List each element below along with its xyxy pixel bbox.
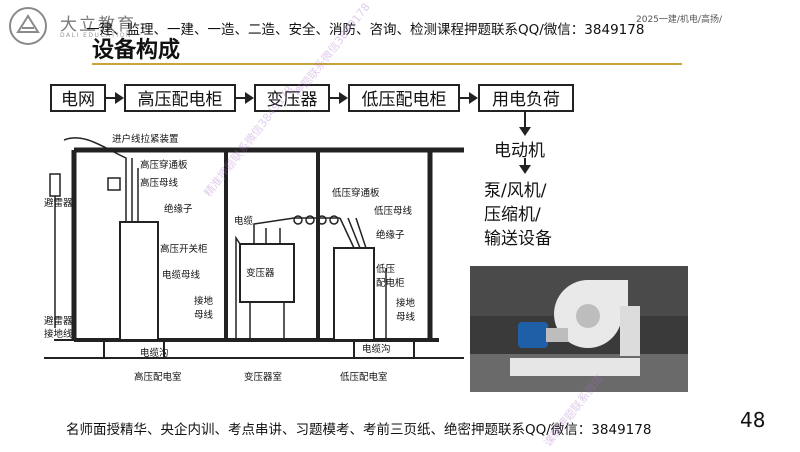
flow-arrow (106, 92, 124, 104)
label-room-lv: 低压配电室 (340, 371, 388, 383)
title-divider (92, 63, 682, 65)
logo-name: 大立教育 (60, 15, 136, 35)
load-line-3: 输送设备 (484, 229, 552, 249)
label-lv-bus: 低压母线 (374, 205, 413, 217)
label-entry: 进户线拉紧装置 (112, 133, 179, 145)
label-room-hv: 高压配电室 (134, 371, 182, 383)
load-motor: 电动机 (494, 141, 545, 161)
hv-switch-cabinet (119, 221, 159, 341)
label-transformer: 变压器 (246, 267, 275, 279)
down-arrow (519, 158, 531, 174)
footer-promo-text: 名师面授精华、央企内训、考点串讲、习题模考、考前三页纸、绝密押题联系QQ/微信：… (66, 422, 652, 438)
arrester (49, 173, 61, 328)
down-arrow (519, 112, 531, 136)
label-ground-mid-2: 母线 (194, 309, 214, 321)
lv-distribution-cabinet (333, 247, 375, 341)
fan-motor-photo (470, 266, 688, 392)
label-arrester-bottom-2: 接地线 (44, 328, 73, 340)
transformer-base (249, 301, 285, 341)
label-trench-left: 电缆沟 (140, 347, 169, 359)
logo: 大立教育 DALI EDUCATION (8, 6, 168, 46)
transformer-bushings (235, 215, 340, 340)
label-arrester-top: 避雷器 (44, 197, 73, 209)
load-line-2: 压缩机/ (484, 205, 541, 225)
label-ground-right-2: 母线 (396, 311, 416, 323)
label-hv-bus: 高压母线 (140, 177, 179, 189)
lv-bus-lines (339, 217, 387, 340)
flow-box-lv-cabinet: 低压配电柜 (348, 84, 460, 112)
label-arrester-bottom-1: 避雷器 (44, 315, 73, 327)
load-line-1: 泵/风机/ (484, 181, 547, 201)
label-trench-right: 电缆沟 (362, 343, 391, 355)
flow-box-hv-cabinet: 高压配电柜 (124, 84, 236, 112)
label-lv-cabinet-2: 配电柜 (376, 277, 405, 289)
label-cable: 电缆 (234, 215, 254, 227)
course-tag: 2025一建/机电/高扬/ (636, 15, 723, 25)
hv-bus-lines (63, 137, 139, 222)
page-number: 48 (740, 408, 766, 432)
label-insulator-lv: 绝缘子 (376, 229, 405, 241)
flow-box-transformer: 变压器 (254, 84, 330, 112)
header-promo-text: 一建、监理、一建、一造、二造、安全、消防、咨询、检测课程押题联系QQ/微信：38… (86, 22, 645, 38)
logo-emblem-icon (9, 7, 47, 45)
label-cable-bus: 电缆母线 (162, 269, 201, 281)
substation-diagram: 进户线拉紧装置 高压穿通板 高压母线 避雷器 绝缘子 电缆 低压穿通板 低压母线… (44, 133, 464, 383)
label-lv-cabinet-1: 低压 (376, 263, 396, 275)
flow-box-load: 用电负荷 (478, 84, 574, 112)
label-room-tx: 变压器室 (244, 371, 282, 383)
label-ground-mid-1: 接地 (194, 295, 214, 307)
logo-subtitle: DALI EDUCATION (60, 32, 132, 39)
label-lv-bushing: 低压穿通板 (332, 187, 380, 199)
flow-box-grid: 电网 (50, 84, 106, 112)
label-hv-switch: 高压开关柜 (160, 243, 208, 255)
page-title: 设备构成 (92, 38, 181, 63)
label-hv-bushing: 高压穿通板 (140, 159, 188, 171)
label-ground-right-1: 接地 (396, 297, 416, 309)
transformer-unit (239, 243, 295, 303)
flow-arrow (460, 92, 478, 104)
flow-arrow (236, 92, 254, 104)
flow-arrow (330, 92, 348, 104)
label-insulator-hv: 绝缘子 (164, 203, 193, 215)
